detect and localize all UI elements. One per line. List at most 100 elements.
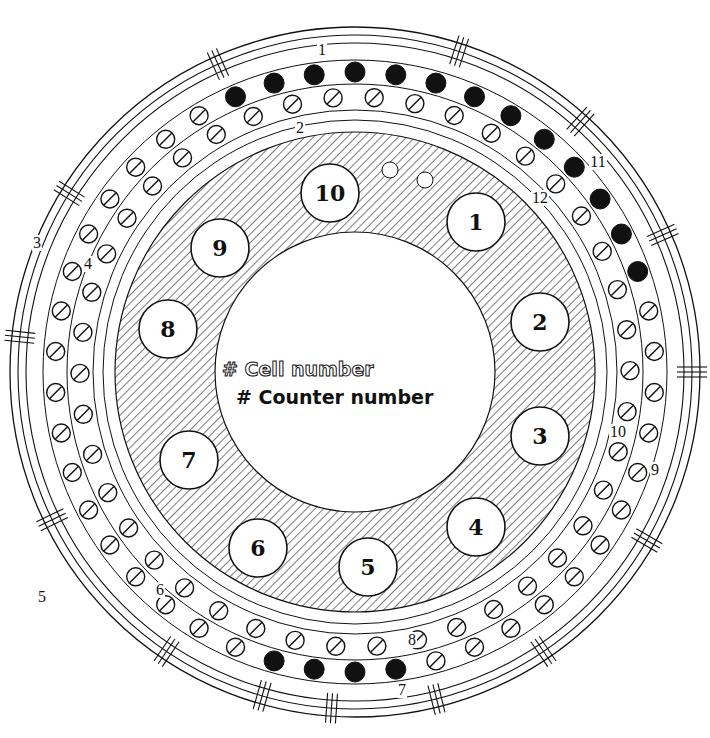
support-tick	[39, 513, 66, 526]
cell-border	[511, 407, 569, 465]
support-tick	[631, 537, 657, 552]
hatched-tube	[47, 343, 65, 361]
hatched-tube	[591, 536, 609, 554]
hatched-tube	[485, 601, 503, 619]
tube-hatch	[430, 655, 442, 667]
cell-text-wrap: 4	[446, 497, 506, 557]
hatched-tube	[74, 323, 92, 341]
tube-hatch	[538, 599, 550, 611]
support-ticks	[4, 36, 707, 724]
hatched-tube	[368, 637, 386, 655]
support-tick	[335, 694, 337, 724]
support-tick	[216, 48, 228, 75]
counter-number: 3	[32, 235, 42, 251]
hatched-tube	[207, 126, 225, 144]
hatched-tube	[549, 549, 567, 567]
small-port	[417, 172, 433, 188]
cell-number: 8	[160, 316, 175, 342]
tube-track	[93, 110, 617, 634]
filled-tube	[426, 73, 446, 93]
cell-text-wrap: 7	[159, 430, 219, 490]
tube-hatch	[643, 427, 655, 439]
tube-hatch	[451, 622, 463, 634]
hatched-tube	[244, 108, 262, 126]
filled-tube	[501, 106, 521, 126]
hatched-tube	[640, 302, 658, 320]
cell-circle: 2	[510, 292, 570, 352]
tube-hatch	[371, 640, 383, 652]
tube-hatch	[86, 286, 98, 298]
tube-hatch	[83, 504, 95, 516]
tube-hatch	[193, 110, 205, 122]
hatched-tube	[247, 620, 265, 638]
tube-hatch	[550, 178, 562, 190]
hatched-tube	[144, 177, 162, 195]
tube-hatch	[448, 110, 460, 122]
hatched-tube	[284, 95, 302, 113]
hatched-tube	[190, 107, 208, 125]
tube-hatch	[596, 245, 608, 257]
hatched-tube	[210, 602, 228, 620]
hatched-tube	[608, 281, 626, 299]
hatched-annulus	[115, 132, 595, 612]
support-tick	[647, 224, 674, 236]
hatched-tube	[99, 484, 117, 502]
hatched-tube	[74, 405, 92, 423]
filled-tube	[611, 224, 631, 244]
tube-track	[43, 60, 667, 684]
hatched-tube	[612, 501, 630, 519]
hatched-tube	[63, 263, 81, 281]
tube-hatch	[130, 161, 142, 173]
hatched-tube	[574, 517, 592, 535]
cell-circle: 6	[228, 518, 288, 578]
support-tick	[651, 233, 678, 245]
cell-number: 5	[360, 554, 375, 580]
hatched-tube	[324, 89, 342, 107]
cell-circle: 8	[138, 299, 198, 359]
hatched-tube	[80, 501, 98, 519]
counter-number: 6	[155, 582, 165, 598]
counter-number: 5	[37, 589, 47, 605]
cell-border	[339, 538, 397, 596]
hatched-tube	[535, 596, 553, 614]
hatched-tube	[101, 536, 119, 554]
cell-circle: 5	[338, 537, 398, 597]
cell-text-wrap: 9	[190, 218, 250, 278]
tube-hatch	[612, 446, 624, 458]
cell-number: 6	[250, 535, 265, 561]
tube-hatch	[648, 387, 660, 399]
tube-hatch	[597, 484, 609, 496]
tube-hatch	[160, 133, 172, 145]
tube-hatch	[522, 580, 534, 592]
hatched-tube	[157, 130, 175, 148]
support-tick	[677, 366, 707, 367]
support-tick	[677, 376, 707, 377]
tube-hatch	[577, 520, 589, 532]
support-tick	[459, 39, 468, 68]
hatched-tube	[645, 343, 663, 361]
tube-hatch	[147, 180, 159, 192]
cell-circle: 7	[159, 430, 219, 490]
tube-hatch	[77, 326, 89, 338]
hatched-tube	[118, 209, 136, 227]
hatched-tube	[190, 619, 208, 637]
cell-border	[191, 219, 249, 277]
cell-text-wrap: 2	[510, 292, 570, 352]
counter-number: 11	[589, 154, 606, 170]
hatched-tube	[52, 302, 70, 320]
tube-hatch	[179, 582, 191, 594]
hatched-tube	[101, 190, 119, 208]
hatched-tube	[80, 225, 98, 243]
filled-tube	[345, 662, 365, 682]
tube-hatch	[488, 604, 500, 616]
tube-hatch	[50, 387, 62, 399]
hatched-tube	[98, 245, 116, 263]
support-tick	[450, 36, 459, 64]
support-tick	[531, 642, 548, 667]
tube-hatch	[575, 210, 587, 222]
tube-hatch	[160, 599, 172, 611]
tube-hatch	[250, 623, 262, 635]
tube-hatch	[594, 539, 606, 551]
hatched-tube	[594, 481, 612, 499]
